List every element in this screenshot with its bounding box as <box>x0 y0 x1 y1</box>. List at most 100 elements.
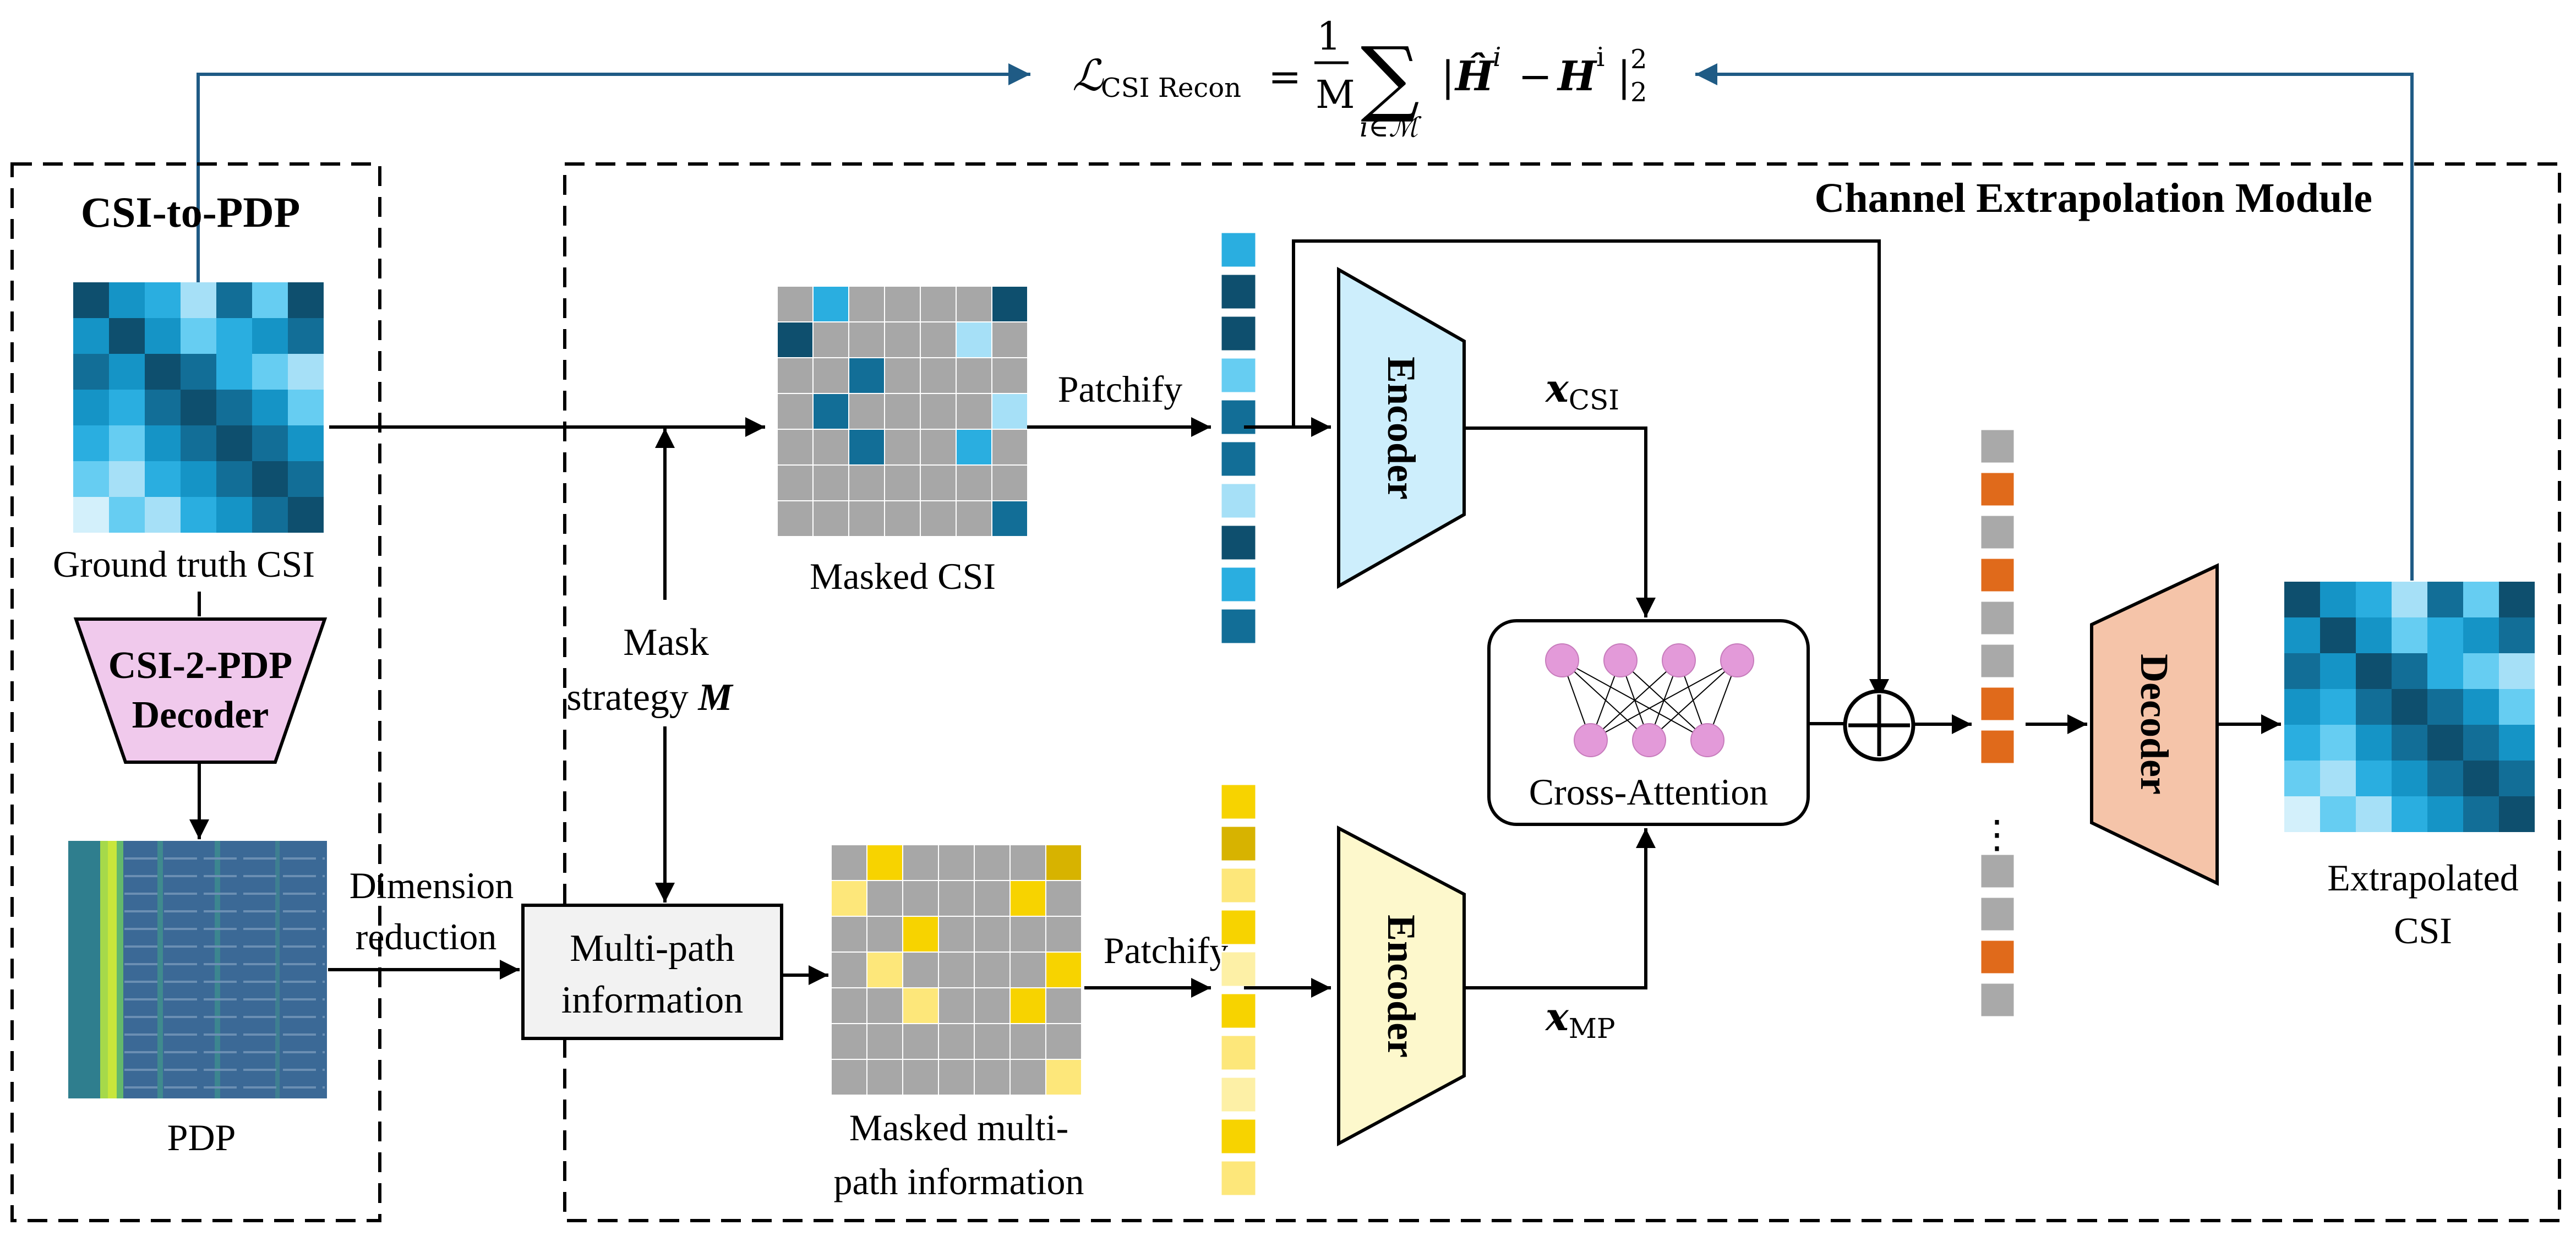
sum-node <box>1843 689 1915 762</box>
matrix-cell <box>777 429 814 466</box>
matrix-cell <box>2499 582 2535 617</box>
loss-subscript: CSI Recon <box>1101 73 1241 103</box>
matrix-cell <box>884 464 921 501</box>
matrix-cell <box>288 497 324 533</box>
token-cell <box>1220 825 1257 862</box>
matrix-cell <box>2284 689 2320 725</box>
matrix-cell <box>2463 582 2499 617</box>
matrix-cell <box>902 844 939 881</box>
matrix-cell <box>866 916 903 953</box>
mask-strategy-line2: strategy M <box>566 676 734 719</box>
matrix-cell <box>974 951 1011 988</box>
token-cell <box>1220 273 1257 310</box>
feedback-from-extrapolated <box>1695 63 2414 581</box>
token-cell <box>1220 357 1257 394</box>
token-cell <box>1220 992 1257 1030</box>
matrix-cell <box>2392 653 2427 689</box>
x-csi-label: xCSI <box>1544 365 1619 416</box>
matrix-cell <box>956 500 992 537</box>
matrix-cell <box>2356 653 2392 689</box>
decoder <box>2090 563 2219 886</box>
matrix-cell <box>252 390 288 425</box>
matrix-cell <box>938 1023 975 1060</box>
matrix-cell <box>2499 689 2535 725</box>
merged-token-cell <box>1979 729 2016 765</box>
norm-superscript: 2 <box>1630 44 1647 75</box>
matrix-cell <box>902 1059 939 1096</box>
matrix-cell <box>991 500 1028 537</box>
matrix-cell <box>2284 725 2320 761</box>
merged-tokens-ellipsis: ⋮ <box>1978 814 2016 856</box>
matrix-cell <box>73 497 109 533</box>
matrix-cell <box>884 500 921 537</box>
x-mp-label: xMP <box>1544 994 1616 1044</box>
encoder-bottom-label: Encoder <box>1379 915 1423 1058</box>
token-cell <box>1220 524 1257 561</box>
matrix-cell <box>2284 761 2320 796</box>
matrix-cell <box>288 318 324 354</box>
matrix-cell <box>181 497 216 533</box>
matrix-cell <box>288 282 324 318</box>
matrix-cell <box>252 497 288 533</box>
matrix-cell <box>145 425 181 461</box>
attention-edge <box>1590 660 1679 741</box>
matrix-cell <box>902 880 939 917</box>
matrix-cell <box>848 393 885 430</box>
token-cell <box>1220 950 1257 988</box>
matrix-cell <box>252 354 288 390</box>
mask-strategy-line1: Mask <box>623 621 709 664</box>
csi-to-pdp-title: CSI-to-PDP <box>81 188 301 236</box>
matrix-cell <box>2392 796 2427 832</box>
matrix-cell <box>812 321 849 358</box>
token-cell <box>1220 909 1257 946</box>
matrix-cell <box>216 425 252 461</box>
matrix-cell <box>920 464 957 501</box>
pdp-image <box>68 841 327 1098</box>
matrix-cell <box>2356 582 2392 617</box>
matrix-cell <box>109 354 145 390</box>
x-csi-arrow <box>1464 426 1656 617</box>
token-cell <box>1220 315 1257 352</box>
masked-mp-line1: Masked multi- <box>849 1107 1069 1149</box>
matrix-cell <box>956 286 992 322</box>
matrix-cell <box>145 282 181 318</box>
matrix-cell <box>902 1023 939 1060</box>
matrix-cell <box>181 318 216 354</box>
matrix-cell <box>974 987 1011 1024</box>
matrix-cell <box>848 321 885 358</box>
matrix-cell <box>2320 725 2356 761</box>
matrix-cell <box>920 393 957 430</box>
matrix-cell <box>812 500 849 537</box>
matrix-cell <box>866 880 903 917</box>
matrix-cell <box>956 429 992 466</box>
pdp-label: PDP <box>167 1117 236 1158</box>
formula-equals: = <box>1268 53 1301 100</box>
sum-symbol: ∑ <box>1361 30 1420 125</box>
matrix-cell <box>2320 617 2356 653</box>
h-hat-superscript: i <box>1493 42 1501 73</box>
matrix-cell <box>2356 761 2392 796</box>
matrix-cell <box>145 390 181 425</box>
token-cell <box>1220 1034 1257 1071</box>
matrix-cell <box>777 464 814 501</box>
matrix-cell <box>109 390 145 425</box>
matrix-cell <box>777 286 814 322</box>
matrix-cell <box>2427 617 2463 653</box>
masked-multipath-matrix <box>831 844 1082 1096</box>
csi-to-pdp-panel <box>10 162 381 1222</box>
csi-2-pdp-decoder-line2: Decoder <box>132 694 269 736</box>
matrix-cell <box>216 318 252 354</box>
multipath-info-box <box>521 904 783 1040</box>
matrix-cell <box>73 425 109 461</box>
matrix-cell <box>884 321 921 358</box>
attention-node <box>1632 723 1666 757</box>
matrix-cell <box>2320 689 2356 725</box>
token-cell <box>1220 231 1257 269</box>
matrix-cell <box>2392 689 2427 725</box>
matrix-cell <box>2284 653 2320 689</box>
matrix-cell <box>991 429 1028 466</box>
encoder-top-label: Encoder <box>1379 357 1423 500</box>
matrix-cell <box>2463 725 2499 761</box>
channel-extrapolation-panel <box>563 162 2561 1222</box>
